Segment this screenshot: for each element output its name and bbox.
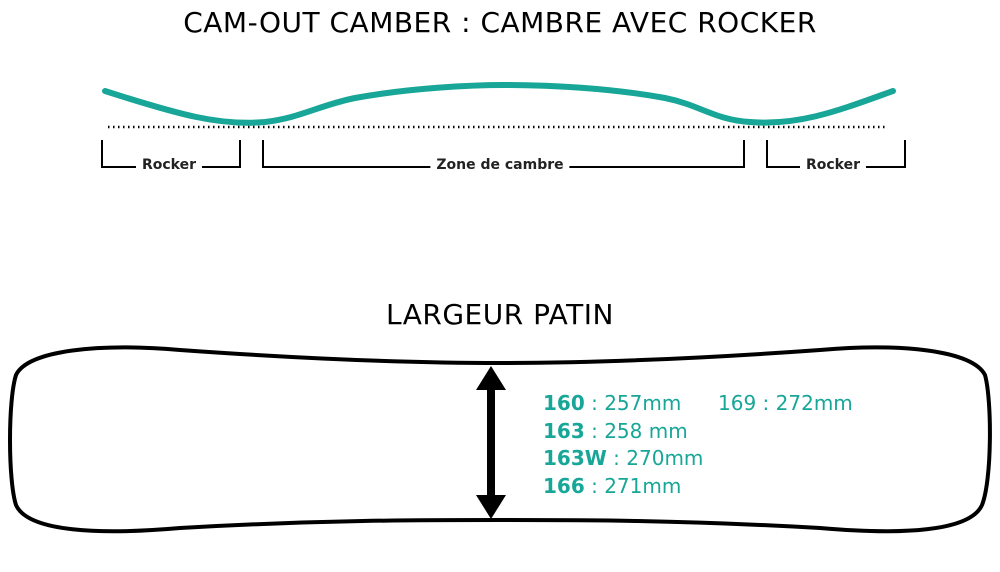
spec-separator: :: [584, 391, 605, 415]
spec-value: 271mm: [604, 473, 682, 498]
width-arrow-head-bottom: [476, 495, 506, 519]
spec-size: 166: [543, 473, 585, 498]
spec-row: 166 : 271mm: [543, 473, 703, 501]
rocker-left-label: Rocker: [135, 157, 203, 173]
camber-title: CAM-OUT CAMBER : CAMBRE AVEC ROCKER: [183, 6, 817, 39]
width-spec-list-secondary: 169 : 272mm: [718, 390, 853, 418]
spec-row: 163W : 270mm: [543, 445, 703, 473]
spec-value: 270mm: [626, 446, 704, 470]
spec-size: 163: [543, 418, 585, 443]
spec-row: 169 : 272mm: [718, 390, 853, 418]
spec-size: 163W: [543, 446, 607, 470]
spec-value: 258 mm: [604, 418, 688, 443]
spec-value: 257mm: [604, 391, 682, 415]
spec-row: 163 : 258 mm: [543, 418, 703, 446]
spec-row: 160 : 257mm: [543, 390, 703, 418]
board-outline: [8, 345, 992, 534]
spec-size: 169: [718, 391, 757, 415]
spec-size: 160: [543, 391, 585, 415]
spec-separator: :: [756, 391, 776, 415]
camber-profile-curve: [102, 81, 896, 126]
width-arrow-head-top: [476, 366, 506, 390]
width-spec-list: 160 : 257mm 163 : 258 mm 163W : 270mm 16…: [543, 390, 703, 500]
camber-zone-label: Zone de cambre: [430, 157, 570, 173]
spec-separator: :: [606, 446, 627, 470]
spec-separator: :: [584, 473, 605, 498]
spec-value: 272mm: [775, 391, 853, 415]
width-title: LARGEUR PATIN: [386, 298, 614, 331]
spec-separator: :: [584, 418, 605, 443]
rocker-right-label: Rocker: [799, 157, 867, 173]
